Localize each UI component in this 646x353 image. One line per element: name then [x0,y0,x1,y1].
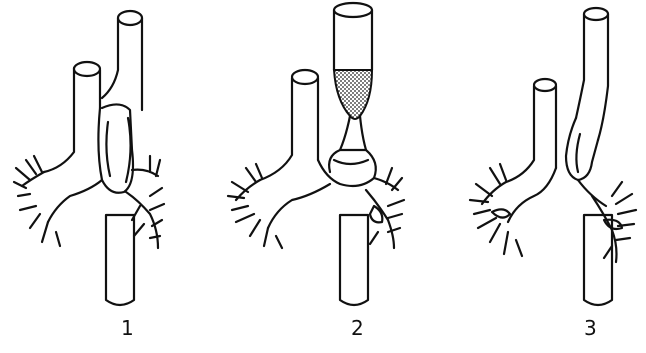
panel-1-drawing [14,11,164,305]
panel-label-2: 2 [351,316,364,340]
panel-3-drawing [470,8,636,305]
panel-label-3: 3 [584,316,597,340]
panel-2-drawing [228,3,404,305]
panel-label-1: 1 [121,316,134,340]
